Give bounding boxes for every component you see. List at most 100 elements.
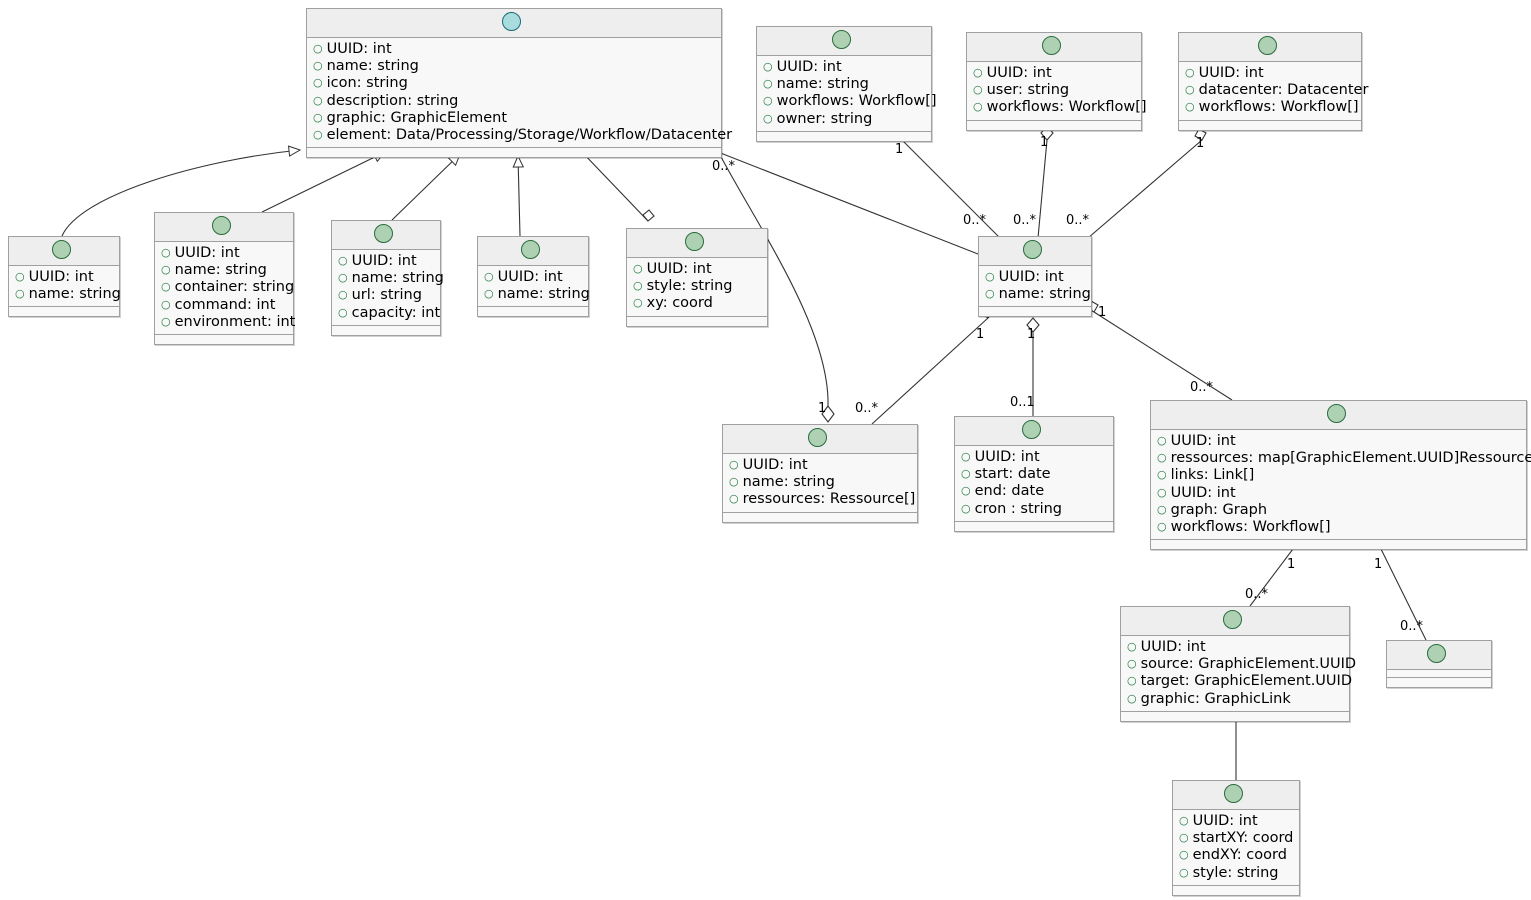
visibility-public-icon: ○ bbox=[338, 305, 348, 319]
edge-datacenter-ressource bbox=[512, 154, 525, 237]
attribute-text: endXY: coord bbox=[1192, 847, 1287, 864]
attribute-row: ○name: string bbox=[763, 76, 925, 93]
class-attributes-workflow: ○UUID: int○name: string bbox=[979, 266, 1091, 308]
attribute-text: UUID: int bbox=[998, 269, 1064, 285]
attribute-row: ○end: date bbox=[961, 483, 1107, 500]
attribute-text: graphic: GraphicElement bbox=[326, 109, 508, 126]
attribute-row: ○UUID: int bbox=[484, 269, 582, 286]
attribute-text: datacenter: Datacenter bbox=[1198, 82, 1369, 99]
class-methods-graphiclink bbox=[1173, 885, 1299, 895]
class-box-link[interactable]: ○UUID: int○source: GraphicElement.UUID○t… bbox=[1120, 606, 1356, 722]
visibility-public-icon: ○ bbox=[985, 270, 995, 283]
attribute-row: ○cron : string bbox=[961, 501, 1107, 518]
visibility-public-icon: ○ bbox=[1127, 657, 1137, 671]
attribute-text: end: date bbox=[974, 483, 1045, 500]
class-icon bbox=[1258, 36, 1277, 55]
class-methods-ressource bbox=[307, 148, 721, 158]
attribute-text: target: GraphicElement.UUID bbox=[1140, 673, 1352, 690]
visibility-public-icon: ○ bbox=[161, 263, 171, 277]
attribute-row: ○UUID: int bbox=[973, 65, 1135, 82]
attribute-text: element: Data/Processing/Storage/Workflo… bbox=[326, 127, 733, 144]
class-methods-link bbox=[1121, 711, 1349, 721]
class-box-resourceset[interactable]: ○UUID: int○name: string○ressources: Ress… bbox=[722, 424, 918, 523]
attribute-row: ○UUID: int bbox=[633, 261, 761, 278]
attribute-row: ○graph: Graph bbox=[1157, 502, 1520, 519]
class-methods-data bbox=[9, 307, 119, 317]
attribute-text: graph: Graph bbox=[1170, 501, 1268, 518]
visibility-public-icon: ○ bbox=[961, 484, 971, 498]
class-attributes-processing: ○UUID: int○name: string○container: strin… bbox=[155, 242, 295, 336]
class-box-resources[interactable] bbox=[1386, 640, 1492, 688]
multiplicity-label: 1 bbox=[895, 142, 904, 157]
class-attributes-link: ○UUID: int○source: GraphicElement.UUID○t… bbox=[1121, 636, 1356, 712]
attribute-row: ○UUID: int bbox=[1127, 639, 1343, 656]
attribute-text: workflows: Workflow[] bbox=[1198, 99, 1359, 116]
attribute-text: name: string bbox=[776, 76, 869, 93]
attribute-text: xy: coord bbox=[646, 295, 713, 312]
class-box-storage[interactable]: ○UUID: int○name: string○url: string○capa… bbox=[331, 220, 444, 336]
class-box-workflow[interactable]: ○UUID: int○name: string bbox=[978, 236, 1092, 318]
attribute-text: UUID: int bbox=[646, 261, 712, 277]
class-icon bbox=[1022, 420, 1041, 439]
visibility-public-icon: ○ bbox=[729, 492, 739, 506]
visibility-public-icon: ○ bbox=[1157, 485, 1167, 499]
class-box-processing[interactable]: ○UUID: int○name: string○container: strin… bbox=[154, 212, 295, 346]
multiplicity-label: 1 bbox=[1098, 305, 1107, 320]
attribute-text: UUID: int bbox=[776, 59, 842, 75]
attribute-row: ○style: string bbox=[633, 278, 761, 295]
attribute-text: workflows: Workflow[] bbox=[986, 99, 1147, 116]
class-methods-datacenter bbox=[478, 307, 588, 317]
attribute-row: ○endXY: coord bbox=[1179, 847, 1293, 864]
class-header-ressource bbox=[307, 9, 721, 38]
edge-userworkflows-workflow bbox=[1037, 139, 1048, 239]
visibility-public-icon: ○ bbox=[313, 42, 323, 55]
attribute-row: ○description: string bbox=[313, 93, 715, 110]
visibility-public-icon: ○ bbox=[313, 76, 323, 90]
class-box-data[interactable]: ○UUID: int○name: string bbox=[8, 236, 121, 318]
class-box-workflowschedule[interactable]: ○UUID: int○start: date○end: date○cron : … bbox=[954, 416, 1114, 532]
abstract-class-icon bbox=[502, 12, 521, 31]
multiplicity-label: 1 bbox=[1374, 557, 1383, 572]
attribute-row: ○workflows: Workflow[] bbox=[1185, 99, 1359, 116]
multiplicity-label: 0..1 bbox=[1010, 395, 1035, 410]
attribute-row: ○capacity: int bbox=[338, 305, 440, 322]
edge-datacenterworkflows-workflow bbox=[1087, 139, 1203, 239]
attribute-row: ○links: Link[] bbox=[1157, 467, 1520, 484]
attribute-text: name: string bbox=[326, 58, 419, 75]
visibility-public-icon: ○ bbox=[985, 287, 995, 301]
class-attributes-userworkflows: ○UUID: int○user: string○workflows: Workf… bbox=[967, 62, 1147, 121]
class-box-userworkflows[interactable]: ○UUID: int○user: string○workflows: Workf… bbox=[966, 32, 1147, 131]
visibility-public-icon: ○ bbox=[961, 467, 971, 481]
class-header-graphiclink bbox=[1173, 781, 1299, 810]
visibility-public-icon: ○ bbox=[1185, 66, 1195, 79]
class-methods-calendar bbox=[757, 131, 931, 141]
class-box-ressource[interactable]: ○UUID: int○name: string○icon: string○des… bbox=[306, 8, 732, 159]
class-box-datacenterworkflows[interactable]: ○UUID: int○datacenter: Datacenter○workfl… bbox=[1178, 32, 1368, 131]
class-box-datacenter[interactable]: ○UUID: int○name: string bbox=[477, 236, 590, 318]
attribute-row: ○UUID: int bbox=[961, 449, 1107, 466]
multiplicity-label: 0..* bbox=[1013, 213, 1037, 228]
attribute-text: start: date bbox=[974, 466, 1051, 483]
attribute-row: ○name: string bbox=[161, 262, 287, 279]
class-attributes-data: ○UUID: int○name: string bbox=[9, 266, 121, 308]
class-box-graphiclink[interactable]: ○UUID: int○startXY: coord○endXY: coord○s… bbox=[1172, 780, 1300, 896]
attribute-text: description: string bbox=[326, 92, 459, 109]
attribute-row: ○UUID: int bbox=[15, 269, 113, 286]
multiplicity-label: 1 bbox=[1040, 135, 1049, 150]
attribute-text: UUID: int bbox=[974, 449, 1040, 465]
class-icon bbox=[832, 30, 851, 49]
attribute-row: ○UUID: int bbox=[1185, 65, 1355, 82]
attribute-text: UUID: int bbox=[1170, 484, 1236, 501]
class-box-graph[interactable]: ○UUID: int○ressources: map[GraphicElemen… bbox=[1150, 400, 1531, 551]
attribute-row: ○datacenter: Datacenter bbox=[1185, 82, 1368, 99]
multiplicity-label: 0..* bbox=[855, 401, 879, 416]
attribute-row: ○UUID: int bbox=[729, 457, 911, 474]
attribute-text: UUID: int bbox=[1198, 65, 1264, 81]
class-attributes-resourceset: ○UUID: int○name: string○ressources: Ress… bbox=[723, 454, 917, 513]
attribute-text: name: string bbox=[351, 270, 444, 287]
attribute-text: UUID: int bbox=[28, 269, 94, 285]
class-box-graphicelement[interactable]: ○UUID: int○style: string○xy: coord bbox=[626, 228, 768, 327]
class-box-calendar[interactable]: ○UUID: int○name: string○workflows: Workf… bbox=[756, 26, 937, 142]
class-header-data bbox=[9, 237, 119, 266]
attribute-text: name: string bbox=[28, 286, 121, 303]
